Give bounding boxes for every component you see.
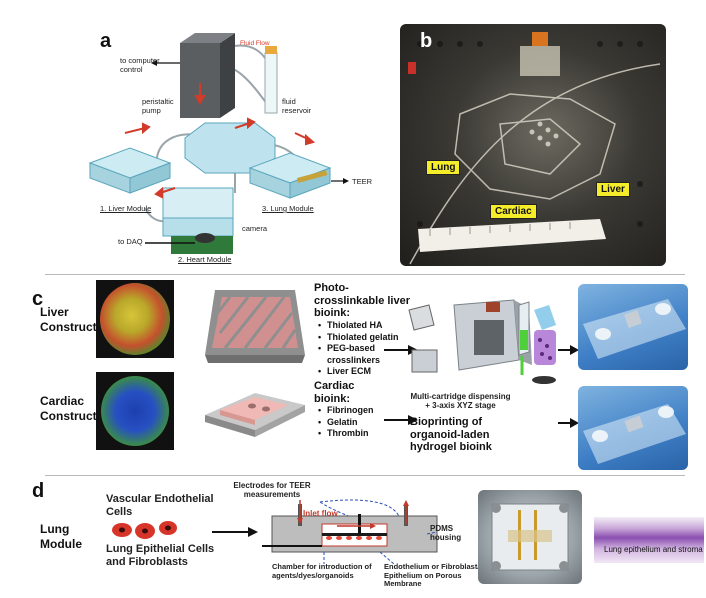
panel-a-letter: a — [100, 30, 112, 52]
panel-c-output-arrows — [558, 345, 579, 428]
cardiac-construct-label: Cardiac Construct — [40, 394, 97, 423]
to-daq-label: to DAQ — [118, 237, 143, 246]
cardiac-tag: Cardiac — [490, 204, 537, 219]
panel-a-schematic — [88, 33, 349, 254]
panel-d-letter: d — [32, 480, 45, 502]
liver-bioink-title: Photo-crosslinkable liver bioink: — [314, 282, 410, 319]
cardiac-bioink-item: Thrombin — [318, 428, 397, 440]
lung-chamber-schematic — [262, 499, 438, 565]
liver-bioink-item: PEG-based crosslinkers — [318, 343, 415, 366]
cells-illustration — [112, 521, 177, 539]
cardiac-bioink-item: Gelatin — [318, 417, 397, 429]
lung-module-label: 3. Lung Module — [262, 204, 314, 213]
liver-bioink-item: Thiolated HA — [318, 320, 415, 332]
vascular-label: Vascular Endothelial Cells — [106, 493, 214, 518]
liver-tag: Liver — [596, 182, 630, 197]
reservoir-label: fluid reservoir — [282, 97, 312, 115]
dispensing-label: Multi-cartridge dispensing + 3-axis XYZ … — [410, 392, 511, 411]
camera-label: camera — [242, 224, 268, 233]
liver-bioink-list: Thiolated HA Thiolated gelatin PEG-based… — [318, 320, 415, 378]
cardiac-scaffold — [205, 393, 305, 437]
divider-1 — [45, 274, 685, 275]
cardiac-bioink-title: Cardiac bioink: — [314, 380, 355, 405]
panel-b-letter: b — [420, 30, 433, 52]
liver-construct-label: Liver Construct — [40, 305, 97, 334]
liver-organoid-image — [96, 280, 174, 358]
membrane-label: Endothelium or Fibroblast/ Epithelium on… — [384, 562, 480, 589]
panel-c-letter: c — [32, 288, 44, 310]
chamber-label: Chamber for introduction of agents/dyes/… — [272, 562, 372, 580]
to-computer-label: to computer control — [120, 56, 160, 74]
heart-module-label: 2. Heart Module — [178, 255, 232, 264]
panel-b-photo — [400, 24, 666, 266]
pdms-label: PDMS housing — [430, 524, 462, 543]
inlet-label: Inlet flow — [303, 509, 338, 518]
bioprinter-illustration — [408, 299, 556, 384]
bioprinting-label: Bioprinting of organoid-laden hydrogel b… — [410, 416, 492, 453]
liver-bioink-item: Thiolated gelatin — [318, 332, 415, 344]
cardiac-bioink-item: Fibrinogen — [318, 405, 397, 417]
cardiac-bioink-list: Fibrinogen Gelatin Thrombin — [318, 405, 397, 440]
peristaltic-label: peristaltic pump — [142, 97, 174, 115]
liver-chip-photo — [578, 284, 688, 370]
cardiac-chip-photo — [578, 386, 688, 470]
liver-bioink-item: Liver ECM — [318, 366, 415, 378]
cardiac-organoid-image — [96, 372, 174, 450]
lung-module-title: Lung Module — [40, 522, 82, 551]
liver-module-label: 1. Liver Module — [100, 204, 152, 213]
fluid-flow-label: Fluid Flow — [240, 40, 270, 47]
epithelial-label: Lung Epithelial Cells and Fibroblasts — [106, 543, 215, 568]
panel-d-arrow — [212, 527, 258, 537]
liver-scaffold — [205, 290, 305, 363]
divider-2 — [45, 475, 685, 476]
histology-image — [594, 517, 704, 563]
histology-label: Lung epithelium and stroma — [604, 545, 703, 554]
teer-label: TEER — [352, 177, 373, 186]
electrodes-label: Electrodes for TEER measurements — [233, 481, 311, 500]
lung-tag: Lung — [426, 160, 461, 175]
lung-device-photo — [478, 490, 582, 584]
